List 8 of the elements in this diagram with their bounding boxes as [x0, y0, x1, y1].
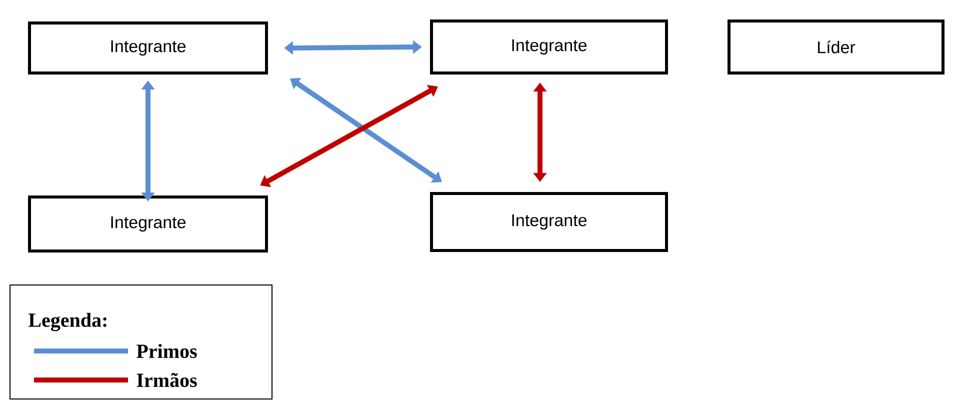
legend-title: Legenda:	[28, 312, 106, 332]
member-box: Líder	[728, 20, 944, 74]
legend-text: Irmãos	[136, 372, 197, 388]
member-box: Integrante	[430, 20, 668, 74]
member-box: Integrante	[430, 192, 668, 252]
legend-text: Primos	[136, 344, 197, 358]
member-box: Integrante	[28, 196, 268, 252]
member-box: Integrante	[28, 22, 268, 74]
